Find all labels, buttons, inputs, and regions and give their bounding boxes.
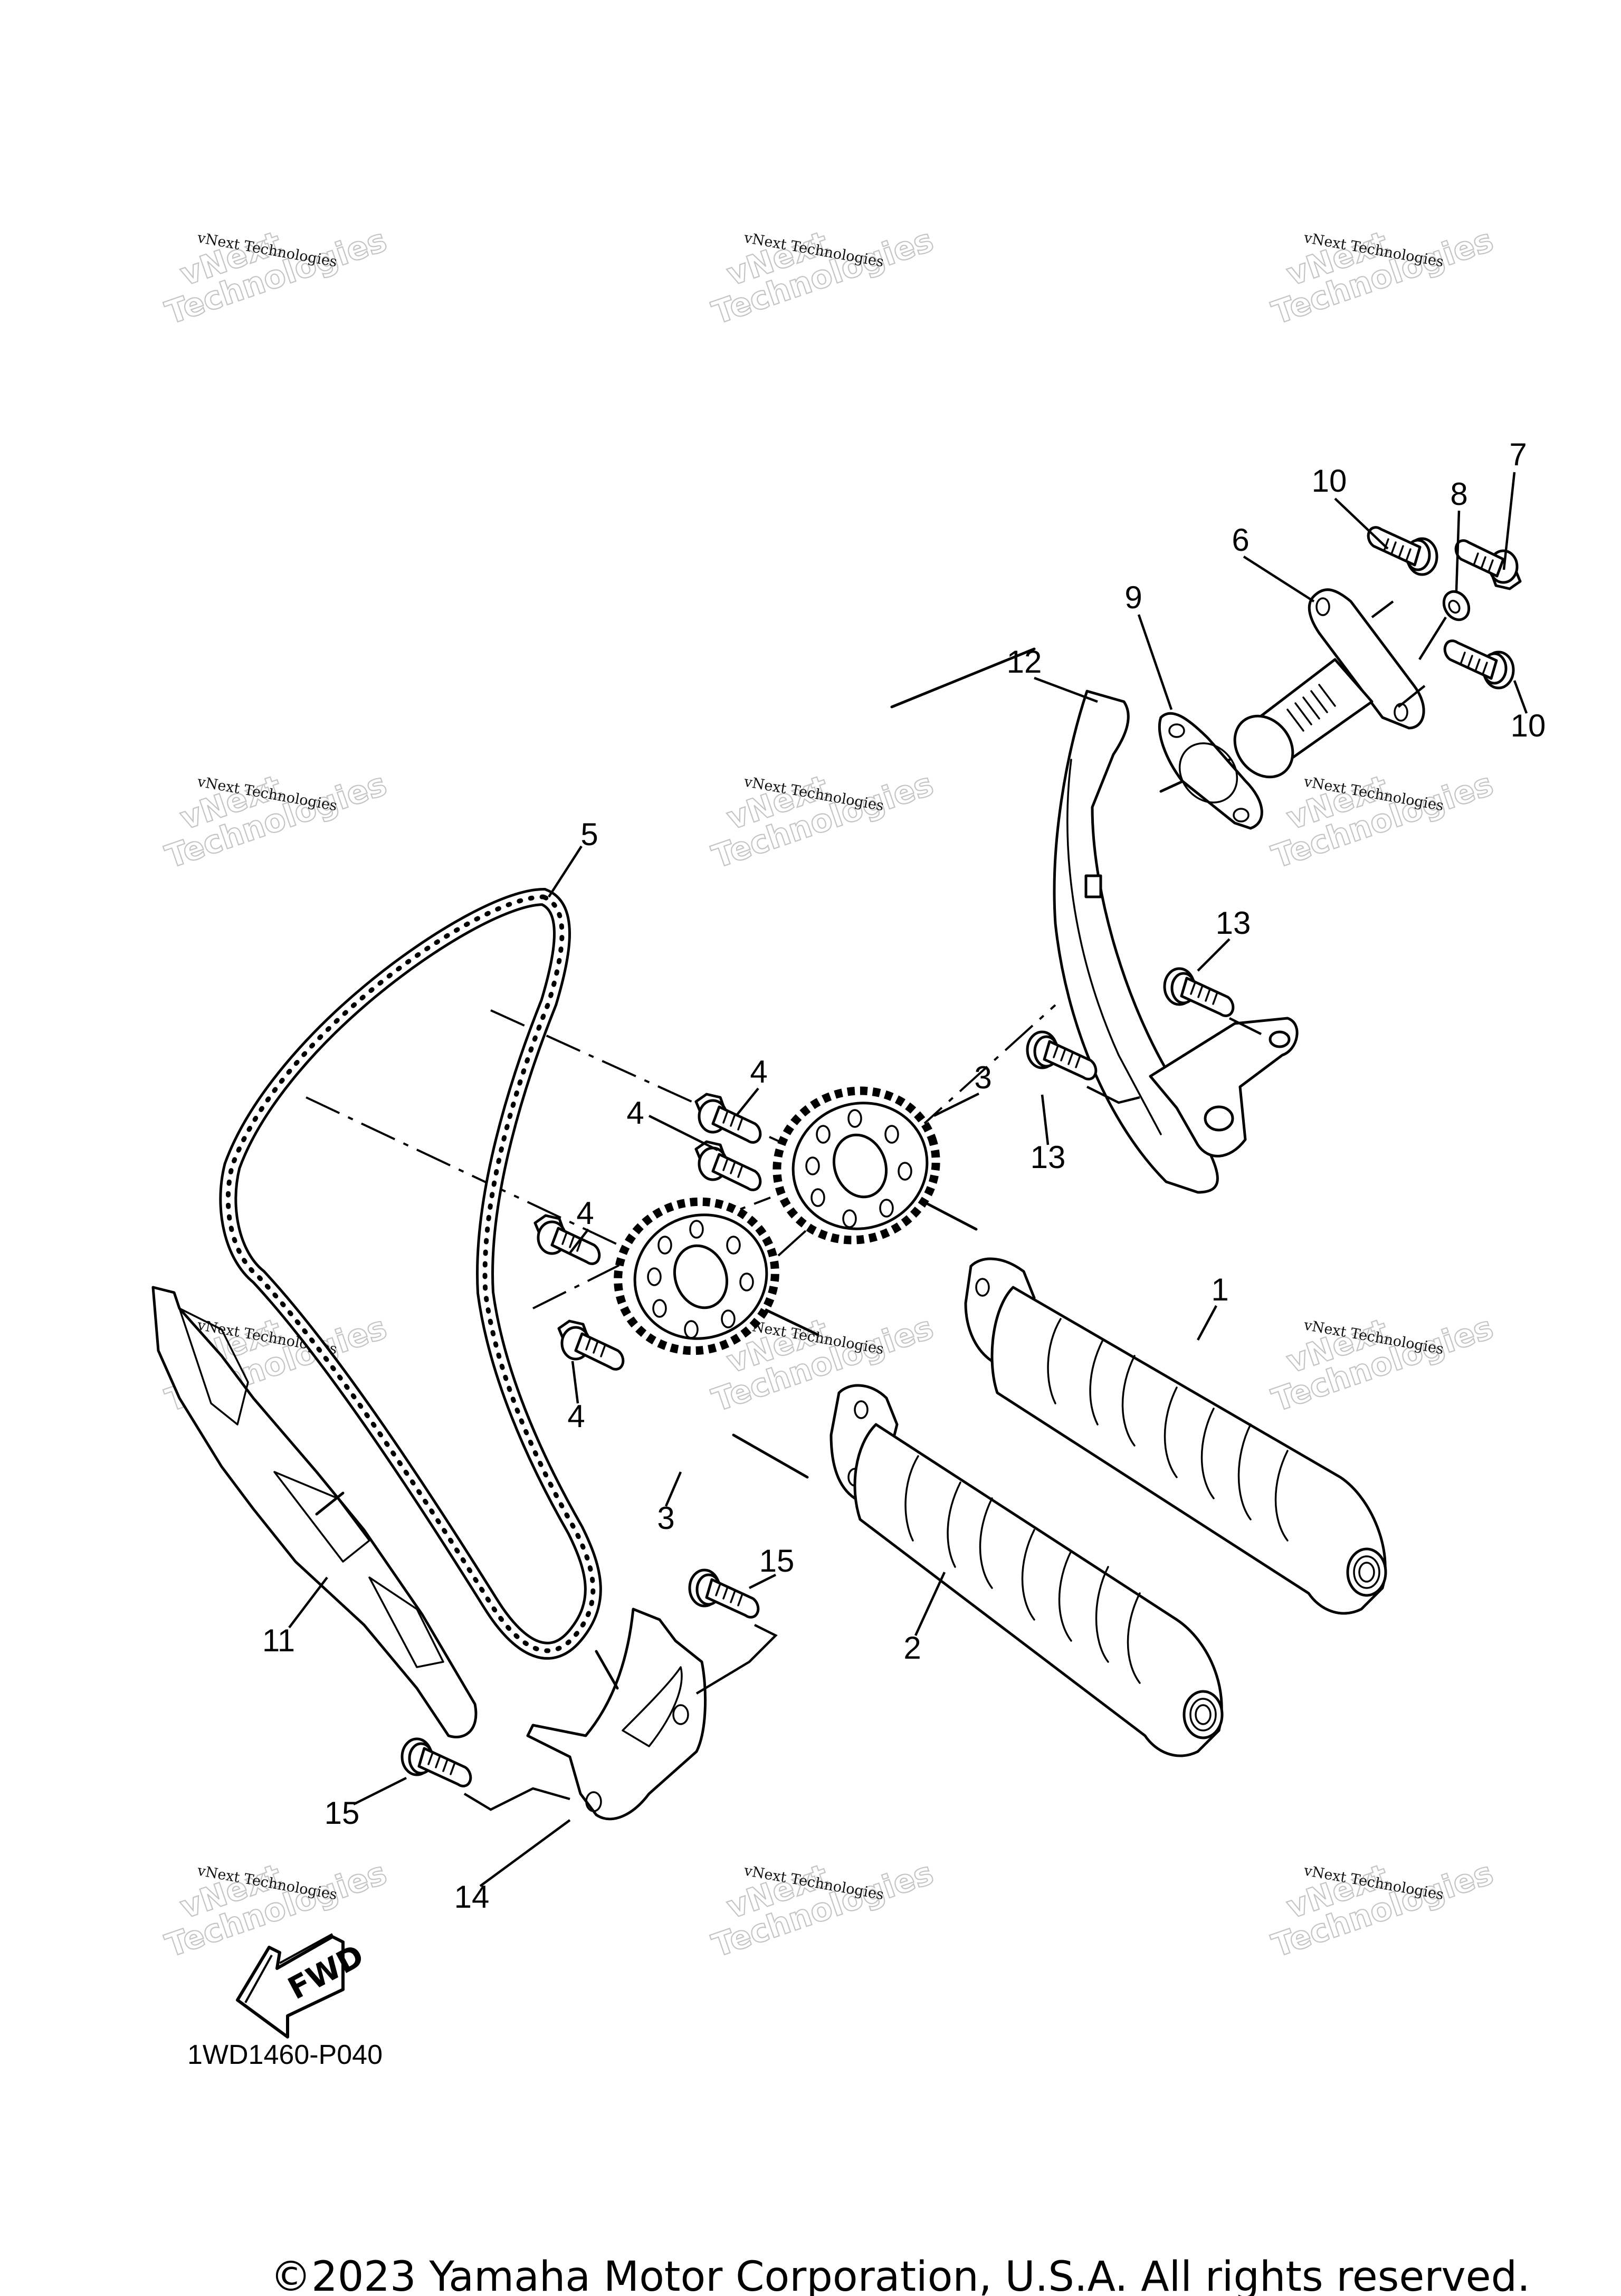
callout-11: 11 (262, 1623, 295, 1658)
stopper-bolt-upper (690, 1570, 758, 1617)
callout-9: 9 (1124, 580, 1142, 615)
timing-chain (219, 887, 602, 1660)
callout-labels: 1 2 3 3 4 4 4 4 5 6 7 8 9 10 10 11 12 13… (262, 437, 1546, 1915)
watermark (707, 221, 939, 333)
gasket-washer (1442, 590, 1471, 621)
callout-5: 5 (580, 817, 598, 852)
watermark (707, 765, 939, 877)
leader-lines (288, 472, 1528, 1887)
sprocket-bolt-d (559, 1321, 623, 1369)
callout-4-b: 4 (626, 1095, 644, 1131)
chain-guide-intake (151, 1286, 478, 1738)
stopper-bolt-lower (402, 1739, 471, 1786)
watermark (1266, 221, 1499, 333)
watermarks (160, 221, 1499, 1966)
camshaft-1 (964, 1257, 1387, 1615)
sprocket-bolt-a (696, 1094, 760, 1142)
watermark (160, 221, 392, 333)
callout-1: 1 (1211, 1272, 1228, 1307)
chain-guide-stopper (526, 1608, 707, 1821)
tensioner-cap-bolt (1456, 541, 1520, 589)
callout-14: 14 (454, 1879, 490, 1915)
callout-3-lower: 3 (657, 1500, 674, 1536)
callout-15-lower: 15 (325, 1795, 360, 1831)
callout-10-upper: 10 (1312, 463, 1347, 499)
fwd-arrow-icon: FWD (236, 1933, 370, 2039)
callout-13-lower: 13 (1031, 1140, 1066, 1175)
watermark (707, 1854, 939, 1966)
callout-4-a: 4 (750, 1054, 767, 1089)
tensioner-bolt-lower (1445, 641, 1513, 688)
callout-3-upper: 3 (974, 1060, 991, 1095)
copyright-footer: ©2023 Yamaha Motor Corporation, U.S.A. A… (270, 2253, 1530, 2296)
callout-4-d: 4 (567, 1399, 585, 1434)
watermark (1266, 765, 1499, 877)
chain-tensioner (1233, 588, 1425, 779)
callout-13-upper: 13 (1216, 905, 1251, 941)
part-number: 1WD1460-P040 (187, 2040, 383, 2070)
callout-8: 8 (1450, 476, 1467, 512)
callout-15-upper: 15 (759, 1543, 795, 1578)
sprocket-bolt-b (696, 1142, 760, 1190)
watermark (1266, 1308, 1499, 1420)
callout-12: 12 (1007, 644, 1042, 680)
callout-10-lower: 10 (1511, 708, 1546, 743)
guide-bolt-upper (1165, 969, 1233, 1016)
cam-sprocket-lower (614, 1197, 779, 1355)
camshaft-2 (829, 1384, 1224, 1757)
callout-2: 2 (903, 1630, 921, 1666)
watermark (1266, 1854, 1499, 1966)
tensioner-bolt-upper (1368, 528, 1437, 575)
tensioner-gasket (1158, 712, 1263, 830)
callout-6: 6 (1232, 522, 1249, 558)
watermark (160, 765, 392, 877)
callout-4-c: 4 (576, 1195, 594, 1231)
callout-7: 7 (1509, 437, 1527, 472)
cam-sprocket-upper (773, 1086, 940, 1245)
